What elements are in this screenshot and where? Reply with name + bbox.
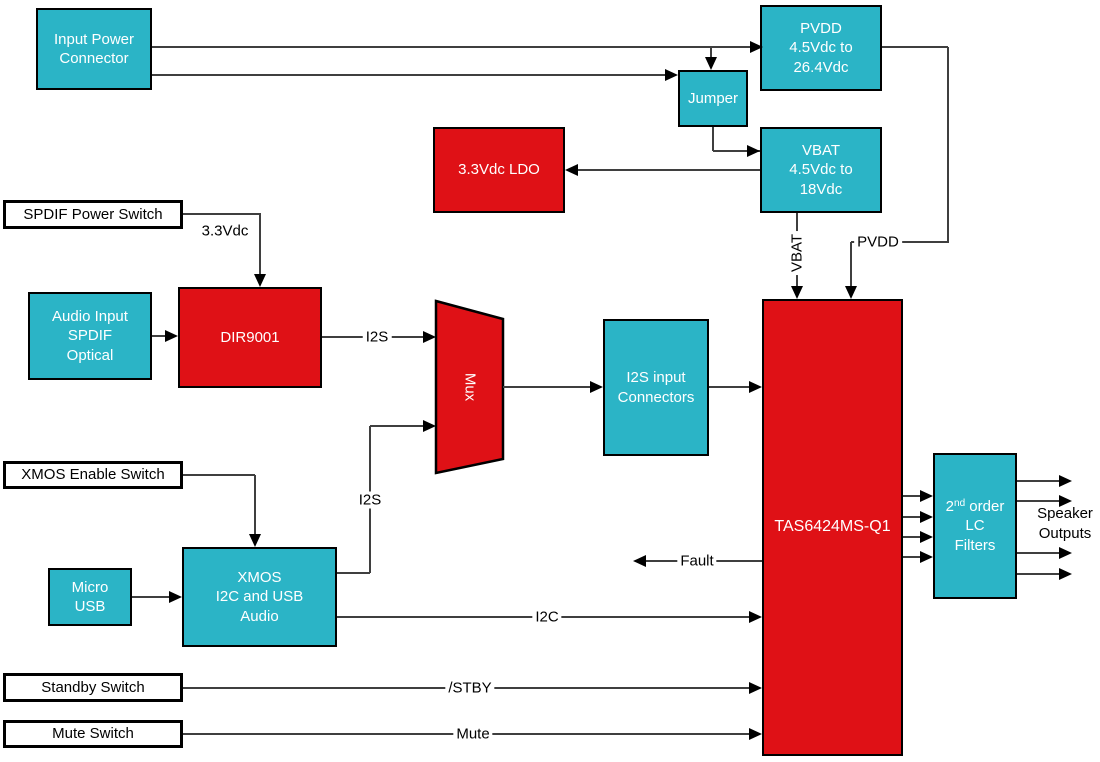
block-xmos-audio: XMOS I2C and USB Audio [182,547,337,647]
arrowhead-icon [590,381,603,393]
wire-tas-out-2 [903,516,921,518]
block-spdif-power-switch: SPDIF Power Switch [3,200,183,229]
arrowhead-icon [747,145,760,157]
wire-speaker-out-4 [1017,573,1060,575]
speaker-outputs-label: Speaker Outputs [1037,505,1093,542]
wire-label-mute: Mute [453,725,493,743]
arrowhead-icon [791,286,803,299]
wire-label-i2s-bottom: I2S [355,491,385,509]
block-ldo: 3.3Vdc LDO [433,127,565,213]
wire-label-vbat: VBAT [788,230,806,276]
block-lc-filters: 2nd order LC Filters [933,453,1017,599]
block-audio-input-spdif: Audio Input SPDIF Optical [28,292,152,380]
wire-label-fault: Fault [677,552,717,570]
wire-audio-to-dir [152,335,166,337]
wire-xmos-i2s-to-mux [370,425,424,427]
arrowhead-icon [920,511,933,523]
wire-usb-to-xmos [132,596,170,598]
wire-speaker-out-2 [1017,500,1060,502]
block-standby-switch: Standby Switch [3,673,183,702]
wire-label-i2c: I2C [532,608,562,626]
block-mux-shape [434,299,505,475]
arrowhead-icon [845,286,857,299]
arrowhead-icon [749,682,762,694]
wire-xmos-i2s-out [337,572,370,574]
arrowhead-icon [749,611,762,623]
arrowhead-icon [750,41,763,53]
wire-33vdc-into-dir [259,214,261,275]
wire-spdif-switch-out [183,213,261,215]
block-mux-label: Mux [461,372,479,402]
lc-filters-line3: Filters [954,536,996,554]
wire-jumper-to-vbat [713,150,760,152]
block-input-power-connector: Input Power Connector [36,8,152,90]
arrowhead-icon [423,420,436,432]
wire-speaker-out-3 [1017,552,1060,554]
arrowhead-icon [749,728,762,740]
wire-jumper-down [712,127,714,151]
arrowhead-icon [920,531,933,543]
lc-filters-line1: 2nd order [945,498,1005,516]
wire-tas-out-4 [903,556,921,558]
wire-pvdd-vertical [947,47,949,243]
wire-tas-out-3 [903,536,921,538]
arrowhead-icon [749,381,762,393]
arrowhead-icon [1059,495,1072,507]
wire-label-33vdc: 3.3Vdc [198,222,252,240]
wire-speaker-out-1 [1017,480,1060,482]
wire-drop-to-jumper [710,47,712,58]
wire-vbat-to-ldo [577,169,760,171]
arrowhead-icon [633,555,646,567]
wire-i2sconn-to-tas [709,386,750,388]
arrowhead-icon [254,274,266,287]
wire-input-to-pvdd [152,46,751,48]
block-tas6424ms-q1: TAS6424MS-Q1 [762,299,903,756]
arrowhead-icon [165,330,178,342]
wire-mux-to-i2sconn [503,386,591,388]
wire-label-stby: /STBY [445,679,495,697]
block-micro-usb: Micro USB [48,568,132,626]
arrowhead-icon [665,69,678,81]
arrowhead-icon [423,331,436,343]
wire-pvdd-out [882,46,948,48]
arrowhead-icon [565,164,578,176]
arrowhead-icon [920,551,933,563]
block-jumper: Jumper [678,70,748,127]
lc-filters-line2: LC [965,517,985,535]
arrowhead-icon [1059,547,1072,559]
block-mute-switch: Mute Switch [3,720,183,748]
arrowhead-icon [705,57,717,70]
block-i2s-input-connectors: I2S input Connectors [603,319,709,456]
block-vbat-supply: VBAT 4.5Vdc to 18Vdc [760,127,882,213]
wire-label-i2s-top: I2S [362,328,392,346]
arrowhead-icon [169,591,182,603]
arrowhead-icon [1059,568,1072,580]
wire-xmos-enable [183,474,255,476]
wire-xmos-enable-vertical [254,475,256,535]
block-xmos-enable-switch: XMOS Enable Switch [3,461,183,489]
wire-pvdd-into-tas [850,242,852,287]
wire-label-pvdd: PVDD [854,233,902,251]
arrowhead-icon [920,490,933,502]
wire-input-to-jumper [152,74,666,76]
arrowhead-icon [1059,475,1072,487]
block-dir9001: DIR9001 [178,287,322,388]
wire-tas-out-1 [903,495,921,497]
block-pvdd-supply: PVDD 4.5Vdc to 26.4Vdc [760,5,882,91]
arrowhead-icon [249,534,261,547]
